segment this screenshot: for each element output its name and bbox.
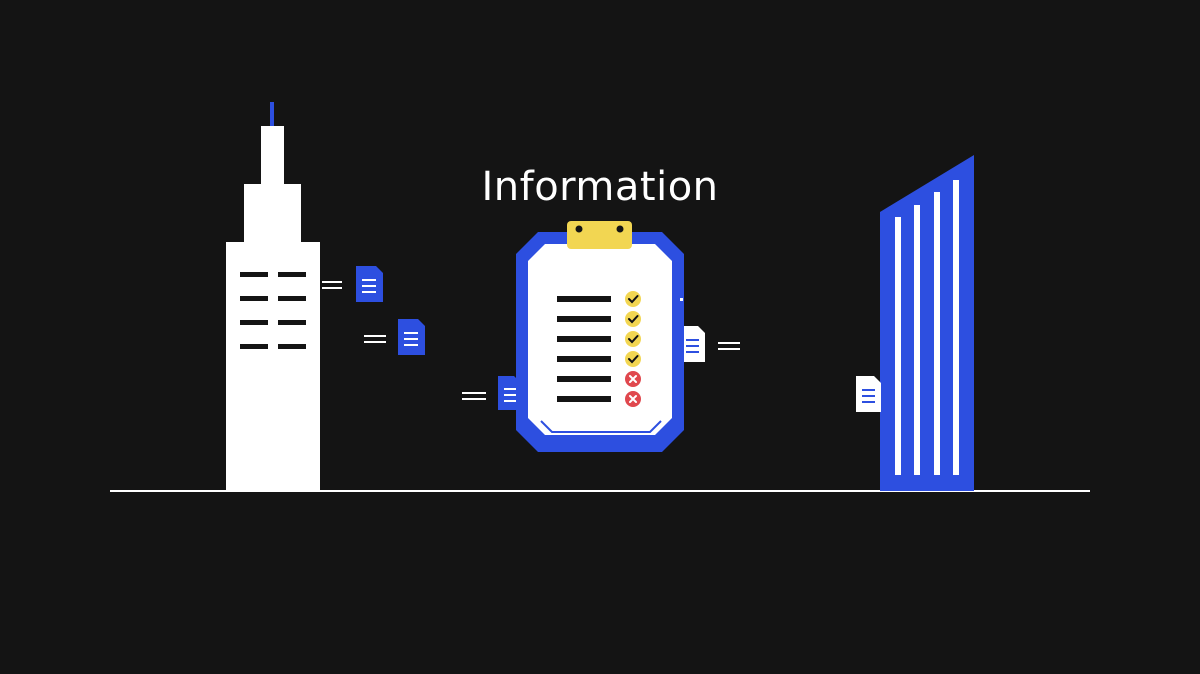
checklist-line: [557, 356, 611, 362]
cross-mark: [629, 375, 637, 383]
tower-window-strips: [895, 180, 959, 475]
checklist-row: [557, 291, 641, 307]
ground-line: [110, 490, 1090, 492]
checklist-line: [557, 376, 611, 382]
checklist: [557, 291, 641, 407]
check-mark: [628, 295, 639, 304]
check-icon: [625, 311, 641, 327]
check-icon: [625, 351, 641, 367]
scene-title: Information: [481, 164, 719, 210]
checklist-row: [557, 311, 641, 327]
check-icon: [625, 331, 641, 347]
checklist-line: [557, 396, 611, 402]
office-tower-icon: [880, 155, 974, 491]
checklist-line: [557, 336, 611, 342]
check-mark: [628, 335, 639, 344]
check-mark: [628, 355, 639, 364]
check-icon: [625, 291, 641, 307]
checklist-row: [557, 331, 641, 347]
check-mark: [628, 315, 639, 324]
skyscraper-building-icon: [226, 102, 320, 491]
document-icon: [680, 326, 740, 362]
checklist-row: [557, 391, 641, 407]
checklist-line: [557, 316, 611, 322]
document-icon: [364, 319, 425, 355]
checklist-line: [557, 296, 611, 302]
document-icon: [462, 376, 520, 410]
document-icon: [322, 266, 383, 302]
checklist-row: [557, 351, 641, 367]
document-icon: [856, 376, 881, 412]
checklist-row: [557, 371, 641, 387]
skyscraper-windows: [240, 272, 306, 349]
cross-mark: [629, 395, 637, 403]
